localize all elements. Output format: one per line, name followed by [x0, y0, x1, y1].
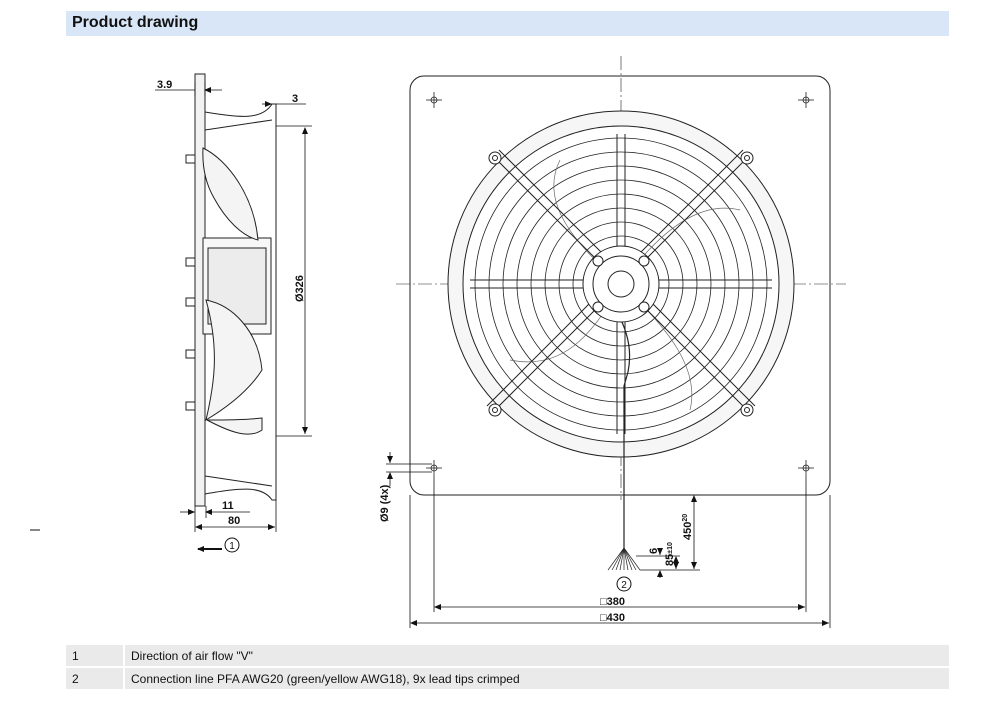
dim-lead-length-label: 45020 — [682, 514, 694, 540]
dim-lead-tips-label: 6 — [648, 548, 660, 554]
dim-flange-label: 3.9 — [157, 79, 172, 91]
section-title: Product drawing — [72, 14, 199, 31]
dim-diameter-label: Ø326 — [294, 275, 306, 302]
corner-holes — [426, 92, 814, 476]
hub-center — [607, 270, 635, 298]
legend-row: 2 Connection line PFA AWG20 (green/yello… — [66, 666, 949, 689]
front-view — [396, 56, 846, 571]
dim-lead-strip-label: 85±10 — [664, 542, 676, 566]
blade — [202, 147, 259, 241]
guard-rings — [474, 137, 768, 431]
dim-hole-spacing-label: □380 — [600, 596, 625, 608]
blade — [205, 299, 263, 422]
legend-number: 1 — [72, 648, 79, 663]
dim-depth-total-label: 80 — [228, 515, 240, 527]
section-header: Product drawing — [66, 11, 949, 36]
airflow-marker-circle — [224, 537, 240, 553]
dim-depth-small-label: 11 — [222, 500, 234, 512]
airflow-marker-label: 1 — [229, 541, 235, 552]
dim-plate-size-label: □430 — [600, 612, 625, 624]
legend-row: 1 Direction of air flow "V" — [66, 645, 949, 667]
lead-wires — [607, 547, 641, 571]
legend-number: 2 — [66, 666, 124, 689]
connection-marker-circle — [616, 576, 632, 592]
connection-cable — [621, 321, 631, 548]
hub-bolts — [592, 255, 650, 313]
legend-table: 1 Direction of air flow "V" 2 Connection… — [66, 645, 949, 689]
connection-marker-label: 2 — [621, 580, 627, 591]
legend-text: Direction of air flow "V" — [123, 645, 949, 667]
front-dimensions — [386, 452, 831, 628]
guard-outline — [204, 103, 277, 501]
product-drawing: 3.9 3 Ø326 11 80 1 — [30, 56, 846, 628]
strut-bolts — [488, 151, 754, 417]
dim-guard-label: 3 — [292, 93, 298, 105]
dim-holes-label: Ø9 (4x) — [379, 484, 391, 522]
side-view — [185, 73, 277, 507]
legend-text: Connection line PFA AWG20 (green/yellow … — [123, 666, 949, 689]
side-dimensions — [155, 82, 312, 552]
